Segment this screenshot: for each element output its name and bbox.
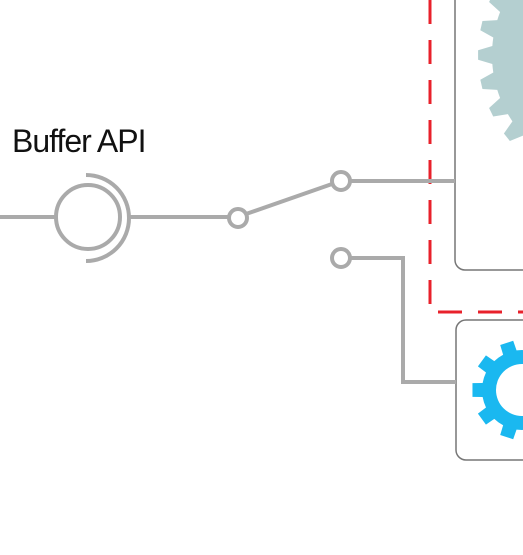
switch-pivot-terminal xyxy=(227,207,249,229)
api-interface-ball xyxy=(54,183,122,251)
api-interface-socket xyxy=(85,173,131,263)
lower-contact-terminal xyxy=(330,247,352,269)
gear-shape xyxy=(472,340,523,440)
trust-boundary-dashed-line xyxy=(428,0,523,314)
switch-lever xyxy=(245,182,333,216)
small-gear-icon xyxy=(472,340,523,440)
large-gear-icon xyxy=(478,0,523,141)
gear-shape xyxy=(478,0,523,141)
buffer-api-label: Buffer API xyxy=(12,123,146,159)
lower-output-wire xyxy=(350,256,456,384)
upper-contact-terminal xyxy=(330,170,352,192)
